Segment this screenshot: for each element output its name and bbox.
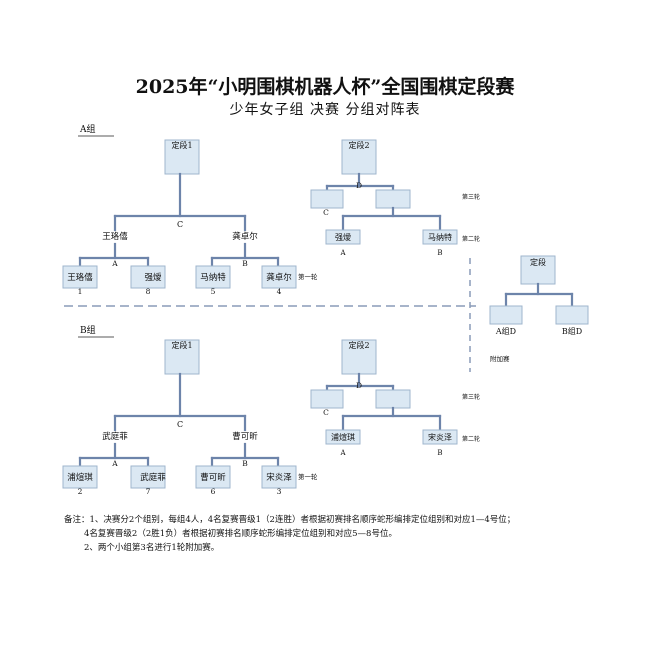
group-b-player-name: 曹可昕 (200, 472, 226, 483)
group-a-second-entrant-box (325, 229, 361, 245)
group-b-second-top-label: D (356, 381, 362, 390)
group-b-final-box (164, 339, 200, 375)
group-a-player-seed: 5 (211, 287, 216, 296)
group-a-player-seed: 1 (78, 287, 83, 296)
group-a-player-name: 马纳特 (200, 272, 226, 283)
group-b-player-box (195, 465, 231, 489)
group-b-second-entrant-box (422, 429, 458, 445)
playoff-final-label: 定段 (530, 257, 546, 267)
group-b-final-label: 定段1 (171, 340, 192, 350)
group-b-semi-connector-label: C (177, 420, 183, 429)
group-a-second-entrant-name: 马纳特 (428, 232, 452, 242)
group-a-round3-label: 第三轮 (462, 193, 480, 201)
group-a-second-left-box (310, 189, 344, 209)
group-b-round3-label: 第三轮 (462, 393, 480, 401)
group-a-player-name: 强燰 (144, 272, 162, 283)
group-b-second-final-label: 定段2 (348, 340, 369, 350)
group-b-player-name: 宋炎泽 (266, 472, 292, 483)
playoff-entrant-name: A组D (495, 326, 516, 336)
group-b-second-entrant-name: 浦煊琪 (331, 432, 355, 442)
group-a-second-final-label: 定段2 (348, 140, 369, 150)
group-b-second-left-label: C (323, 408, 329, 417)
group-a-final-label: 定段1 (171, 140, 192, 150)
notes: 备注：1、决赛分2个组别，每组4人，4名复赛晋级1（2连胜）者根据初赛排名顺序蛇… (64, 513, 624, 555)
group-a-player-seed: 8 (146, 287, 151, 296)
group-b-player-name: 武庭菲 (140, 472, 166, 483)
group-b-player-box (130, 465, 166, 489)
group-b-player-box (62, 465, 98, 489)
group-a-player-box (62, 265, 98, 289)
group-a-player-name: 王珞僖 (67, 272, 93, 283)
page-subtitle: 少年女子组 决赛 分组对阵表 (229, 102, 421, 118)
group-a-sub-label: A (111, 259, 118, 268)
group-a-player-box (195, 265, 231, 289)
group-a-second-entrant-label: B (437, 249, 442, 257)
group-b-label: B组 (80, 324, 96, 336)
group-a-sub-label: B (242, 259, 248, 268)
group-a-semi-name: 龚卓尔 (232, 231, 258, 242)
group-b-sub-label: B (242, 459, 248, 468)
group-a-semi-connector-label: C (177, 220, 183, 229)
group-a-label: A组 (79, 123, 96, 135)
group-b-second-right-box (375, 389, 411, 409)
note-line-2: 4名复赛晋级2（2胜1负）者根据初赛排名顺序蛇形编排定位组别和对应5—8号位。 (84, 529, 397, 539)
playoff-final-box (520, 255, 556, 285)
group-b-player-name: 浦煊琪 (67, 472, 93, 483)
group-a-player-box (261, 265, 297, 289)
group-a-player-box (130, 265, 166, 289)
group-a-second-right-box (375, 189, 411, 209)
group-b-player-seed: 3 (277, 487, 282, 496)
group-b-second-entrant-label: B (437, 449, 442, 457)
group-a-final-box (164, 139, 200, 175)
group-b-round2-label: 第二轮 (462, 435, 480, 443)
group-a-second-top-label: D (356, 181, 362, 190)
group-a-player-seed: 4 (277, 287, 282, 296)
page-title: 2025年“小明围棋机器人杯”全国围棋定段赛 (135, 76, 515, 98)
note-line-1: 备注：1、决赛分2个组别，每组4人，4名复赛晋级1（2连胜）者根据初赛排名顺序蛇… (64, 515, 516, 525)
group-a-second-entrant-box (422, 229, 458, 245)
note-line-3: 2、两个小组第3名进行1轮附加赛。 (84, 543, 220, 553)
group-b-semi-name: 曹可昕 (232, 431, 258, 442)
group-b-semi-name: 武庭菲 (102, 431, 128, 442)
group-a-player-name: 龚卓尔 (266, 272, 292, 283)
playoff-entrant-box (489, 305, 523, 325)
group-b-second-final-box (341, 339, 377, 375)
group-a-round2-label: 第二轮 (462, 235, 480, 243)
group-b-second-entrant-box (325, 429, 361, 445)
group-b-second-entrant-label: A (339, 449, 346, 457)
group-a-second-entrant-name: 强燰 (335, 232, 351, 242)
group-b-player-box (261, 465, 297, 489)
playoff-label: 附加赛 (490, 354, 510, 363)
group-b-second-entrant-name: 宋炎泽 (428, 432, 452, 442)
group-b-second-left-box (310, 389, 344, 409)
group-b-player-seed: 6 (211, 487, 216, 496)
group-b-player-seed: 2 (78, 487, 83, 496)
group-b-sub-label: A (111, 459, 118, 468)
group-b-player-seed: 7 (146, 487, 151, 496)
group-a-second-left-label: C (323, 208, 329, 217)
playoff-entrant-name: B组D (562, 326, 582, 336)
group-a-semi-name: 王珞僖 (102, 231, 128, 242)
group-a-round-label: 第一轮 (298, 272, 318, 281)
playoff-entrant-box (555, 305, 589, 325)
group-a-second-entrant-label: A (339, 249, 346, 257)
group-b-round-label: 第一轮 (298, 472, 318, 481)
